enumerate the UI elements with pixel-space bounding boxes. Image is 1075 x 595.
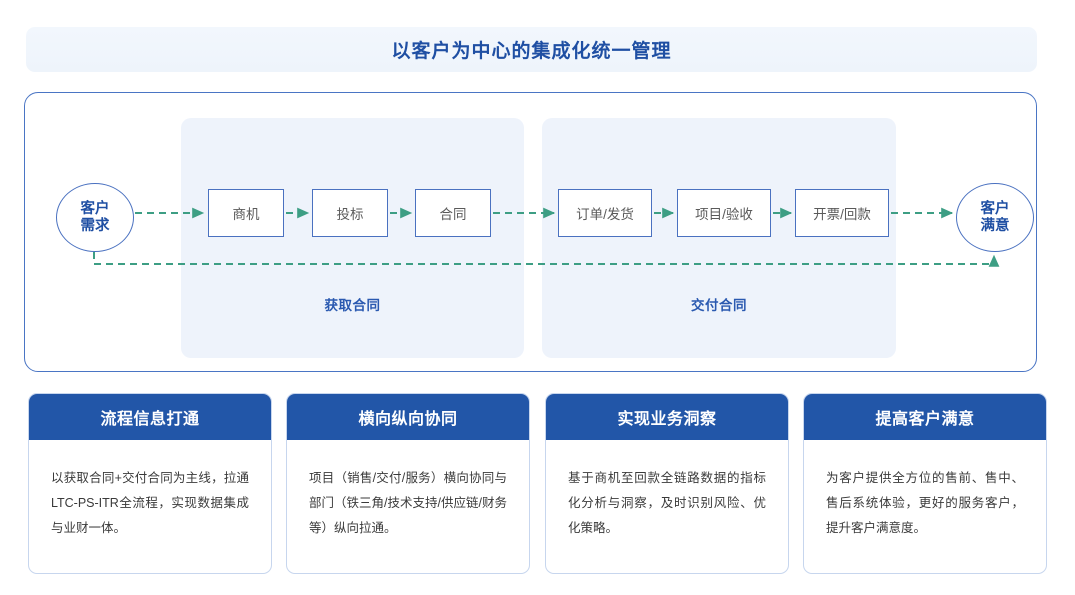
feature-card-body: 为客户提供全方位的售前、售中、售后系统体验，更好的服务客户，提升客户满意度。: [826, 471, 1024, 535]
page-title: 以客户为中心的集成化统一管理: [391, 41, 672, 62]
feature-card-body: 项目（销售/交付/服务）横向协同与部门（铁三角/技术支持/供应链/财务等）纵向拉…: [309, 471, 507, 535]
feature-card-customer-satisfaction: 提高客户满意 为客户提供全方位的售前、售中、售后系统体验，更好的服务客户，提升客…: [803, 393, 1047, 574]
flow-node-customer-satisfaction-line2: 满意: [980, 217, 1010, 234]
flow-node-customer-satisfaction-line1: 客户: [980, 200, 1010, 217]
feature-card-collaboration: 横向纵向协同 项目（销售/交付/服务）横向协同与部门（铁三角/技术支持/供应链/…: [286, 393, 530, 574]
flow-node-customer-demand-line2: 需求: [80, 217, 110, 234]
page-title-banner: 以客户为中心的集成化统一管理: [26, 27, 1037, 72]
feature-card-business-insight: 实现业务洞察 基于商机至回款全链路数据的指标化分析与洞察，及时识别风险、优化策略…: [545, 393, 789, 574]
flow-stage-invoice-payment: 开票/回款: [795, 189, 889, 237]
phase-label-acquire-contract: 获取合同: [324, 298, 381, 313]
phase-panel-deliver-contract: 交付合同: [542, 118, 896, 358]
flow-node-customer-demand-line1: 客户: [80, 200, 110, 217]
flow-stage-opportunity: 商机: [208, 189, 284, 237]
flow-stage-bidding: 投标: [312, 189, 388, 237]
feature-card-process-info: 流程信息打通 以获取合同+交付合同为主线，拉通LTC-PS-ITR全流程，实现数…: [28, 393, 272, 574]
flow-stage-order-shipment: 订单/发货: [558, 189, 652, 237]
feature-card-title: 提高客户满意: [804, 394, 1046, 440]
flow-stage-project-acceptance: 项目/验收: [677, 189, 771, 237]
phase-panel-acquire-contract: 获取合同: [181, 118, 524, 358]
feature-card-title: 流程信息打通: [29, 394, 271, 440]
feature-card-body: 以获取合同+交付合同为主线，拉通LTC-PS-ITR全流程，实现数据集成与业财一…: [51, 471, 249, 535]
feature-card-title: 横向纵向协同: [287, 394, 529, 440]
flow-node-customer-satisfaction: 客户 满意: [956, 183, 1034, 252]
phase-label-deliver-contract: 交付合同: [691, 298, 747, 313]
flow-node-customer-demand: 客户 需求: [56, 183, 134, 252]
feature-card-title: 实现业务洞察: [546, 394, 788, 440]
flow-stage-contract: 合同: [415, 189, 491, 237]
process-flow-container: 获取合同 交付合同 客户 需求 客户 满意 商机: [24, 92, 1037, 372]
feature-cards-row: 流程信息打通 以获取合同+交付合同为主线，拉通LTC-PS-ITR全流程，实现数…: [28, 393, 1047, 574]
feature-card-body: 基于商机至回款全链路数据的指标化分析与洞察，及时识别风险、优化策略。: [568, 471, 766, 535]
